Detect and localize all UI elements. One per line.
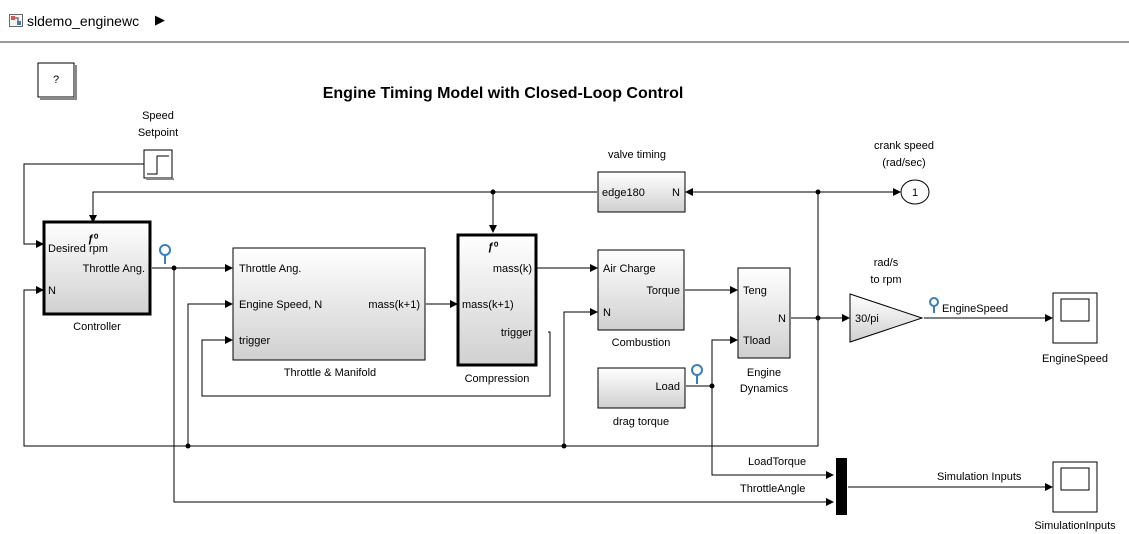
- gain-label-2: to rpm: [870, 274, 901, 286]
- throttle-manifold-name: Throttle & Manifold: [284, 367, 376, 379]
- controller-port-desired: Desired rpm: [48, 243, 108, 255]
- outport-label-1: crank speed: [874, 140, 934, 152]
- diagram-title: Engine Timing Model with Closed-Loop Con…: [323, 85, 684, 102]
- gain-label-1: rad/s: [874, 257, 899, 269]
- combustion-port-torque: Torque: [646, 285, 680, 297]
- signal-engine-speed-label: EngineSpeed: [942, 303, 1008, 315]
- compression-block[interactable]: ƒ⁰ mass(k) mass(k+1) trigger Compression: [456, 233, 538, 385]
- compression-port-massk1: mass(k+1): [462, 299, 514, 311]
- outport-label-2: (rad/sec): [882, 157, 925, 169]
- simulation-inputs-scope-name: SimulationInputs: [1034, 520, 1116, 532]
- controller-port-throttle: Throttle Ang.: [83, 263, 145, 275]
- valve-timing-port-in: edge180: [602, 187, 645, 199]
- combustion-port-air: Air Charge: [603, 263, 656, 275]
- engine-dynamics-name-2: Dynamics: [740, 383, 789, 395]
- drag-torque-name: drag torque: [613, 416, 669, 428]
- outport-number: 1: [912, 187, 918, 199]
- gain-value: 30/pi: [855, 313, 879, 325]
- controller-name: Controller: [73, 321, 121, 333]
- compression-name: Compression: [465, 373, 530, 385]
- throttle-port-speed: Engine Speed, N: [239, 299, 322, 311]
- simulink-model-icon: [9, 14, 23, 27]
- engine-speed-scope[interactable]: EngineSpeed: [1042, 292, 1108, 365]
- testpoint-icon: [159, 244, 171, 264]
- engine-speed-scope-name: EngineSpeed: [1042, 353, 1108, 365]
- compression-port-trigger: trigger: [501, 327, 533, 339]
- engine-dynamics-port-n: N: [778, 313, 786, 325]
- engine-dynamics-name-1: Engine: [747, 367, 781, 379]
- engine-dynamics-port-teng: Teng: [743, 285, 767, 297]
- controller-block[interactable]: ƒ⁰ Desired rpm Throttle Ang. N Controlle…: [42, 220, 152, 333]
- controller-port-n: N: [48, 285, 56, 297]
- signal-lines: [23, 163, 1053, 506]
- help-button[interactable]: ?: [37, 62, 77, 100]
- speed-setpoint-block[interactable]: Speed Setpoint: [138, 110, 178, 180]
- throttle-port-out: mass(k+1): [368, 299, 420, 311]
- signal-simulation-inputs-label: Simulation Inputs: [937, 471, 1022, 483]
- crank-speed-outport[interactable]: crank speed (rad/sec) 1: [874, 140, 934, 205]
- compression-port-massk: mass(k): [493, 263, 532, 275]
- valve-timing-name: valve timing: [608, 149, 666, 161]
- throttle-port-trigger: trigger: [239, 335, 271, 347]
- engine-dynamics-port-tload: Tload: [743, 335, 771, 347]
- valve-timing-block[interactable]: valve timing edge180 N: [597, 149, 686, 213]
- combustion-port-n: N: [603, 307, 611, 319]
- drag-torque-port-out: Load: [656, 381, 680, 393]
- gain-block[interactable]: rad/s to rpm 30/pi: [849, 257, 924, 343]
- combustion-block[interactable]: Air Charge Torque N Combustion: [597, 249, 685, 349]
- engine-dynamics-block[interactable]: Teng N Tload Engine Dynamics: [737, 267, 791, 395]
- combustion-name: Combustion: [612, 337, 671, 349]
- signal-load-torque-label: LoadTorque: [748, 456, 806, 468]
- drag-torque-block[interactable]: Load drag torque: [597, 367, 686, 428]
- compression-trigger-icon: ƒ⁰: [488, 241, 499, 253]
- valve-timing-port-out: N: [672, 187, 680, 199]
- breadcrumb-arrow-icon[interactable]: ▶: [155, 12, 165, 27]
- testpoint-icon: [691, 364, 703, 384]
- junction-dots: [171, 189, 821, 449]
- mux-block[interactable]: [836, 458, 847, 515]
- throttle-manifold-block[interactable]: Throttle Ang. Engine Speed, N mass(k+1) …: [232, 247, 426, 379]
- testpoint-icon: [929, 297, 939, 313]
- breadcrumb-model-link[interactable]: sldemo_enginewc: [27, 13, 140, 29]
- help-button-label: ?: [53, 74, 59, 86]
- speed-setpoint-label-2: Setpoint: [138, 127, 178, 139]
- simulation-inputs-scope[interactable]: SimulationInputs: [1034, 461, 1116, 532]
- throttle-port-throttle: Throttle Ang.: [239, 263, 301, 275]
- breadcrumb: sldemo_enginewc ▶: [0, 0, 1129, 43]
- signal-throttle-angle-label: ThrottleAngle: [740, 483, 805, 495]
- controller-trigger-icon: ƒ⁰: [88, 233, 99, 245]
- speed-setpoint-label-1: Speed: [142, 110, 174, 122]
